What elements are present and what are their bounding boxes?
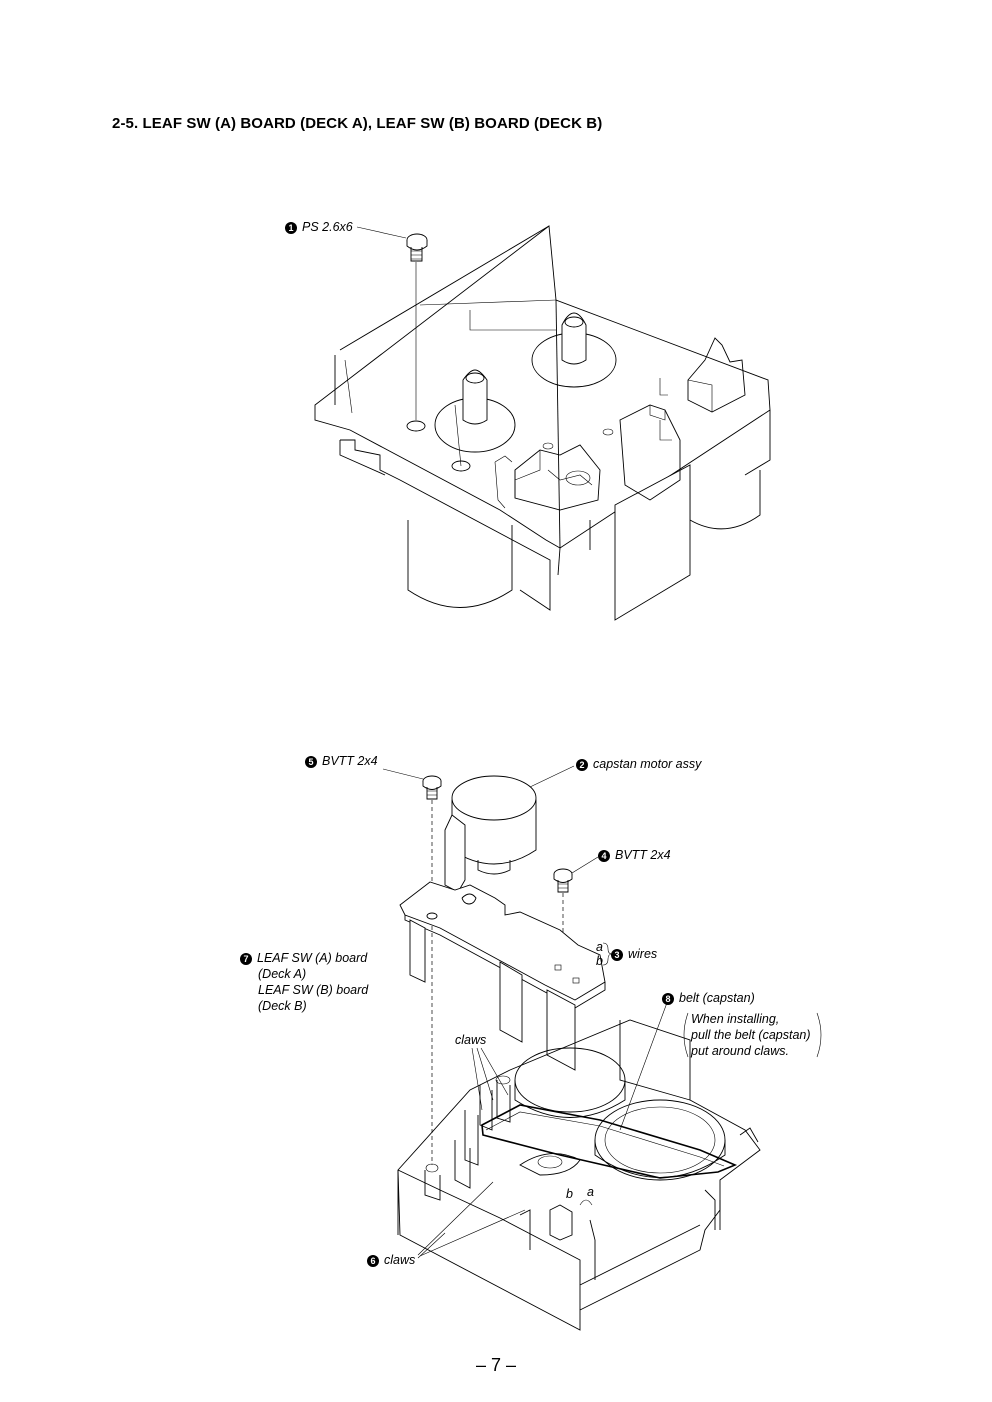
page-title: 2-5. LEAF SW (A) BOARD (DECK A), LEAF SW… xyxy=(112,115,603,132)
belt-capstan-path xyxy=(481,1104,738,1179)
callout-8-label: 8 belt (capstan) xyxy=(662,990,755,1006)
callout-7-number: 7 xyxy=(240,953,252,965)
page-number: – 7 – xyxy=(475,1355,517,1375)
screw-ps-text: PS 2.6x6 xyxy=(302,220,353,234)
callout-5-label: 5 BVTT 2x4 xyxy=(305,753,378,769)
screw-bvtt-5-icon xyxy=(422,775,442,800)
callout-1-label: 1 PS 2.6x6 xyxy=(285,219,353,235)
callout-4-label: 4 BVTT 2x4 xyxy=(598,847,671,863)
claws-6-text: claws xyxy=(384,1253,416,1267)
installation-note: When installing, pull the belt (capstan)… xyxy=(691,1011,811,1059)
callout-8-number: 8 xyxy=(662,993,674,1005)
callout-3-label: 3 wires xyxy=(611,946,657,962)
note-line-3: put around claws. xyxy=(691,1044,789,1058)
screw-ps-icon xyxy=(406,233,428,262)
note-line-2: pull the belt (capstan) xyxy=(691,1028,811,1042)
callout-2-label: 2 capstan motor assy xyxy=(576,756,701,772)
capstan-motor-text: capstan motor assy xyxy=(593,757,702,771)
deck-b-text: (Deck B) xyxy=(258,999,307,1013)
deck-a-text: (Deck A) xyxy=(258,967,307,981)
wires-text: wires xyxy=(628,947,658,961)
wire-label-b: b xyxy=(596,954,603,968)
callout-6-number: 6 xyxy=(367,1255,379,1267)
board-label-b: b xyxy=(566,1187,573,1201)
wire-label-a: a xyxy=(596,940,603,954)
callout-5-number: 5 xyxy=(305,756,317,768)
callout-6-label: 6 claws xyxy=(367,1252,415,1268)
screw-bvtt-4-icon xyxy=(553,868,573,893)
callout-3-number: 3 xyxy=(611,949,623,961)
callout-7-label: 7 LEAF SW (A) board (Deck A) LEAF SW (B) … xyxy=(240,950,368,1014)
capstan-motor-icon xyxy=(444,775,537,893)
belt-capstan-text: belt (capstan) xyxy=(679,991,755,1005)
callout-1-number: 1 xyxy=(285,222,297,234)
screw-bvtt-4-text: BVTT 2x4 xyxy=(615,848,671,862)
screw-bvtt-5-text: BVTT 2x4 xyxy=(322,754,378,768)
reel-disc-icon xyxy=(514,1047,626,1118)
board-label-a: a xyxy=(587,1185,594,1199)
leaf-sw-b-text: LEAF SW (B) board xyxy=(258,983,369,997)
claws-label: claws xyxy=(455,1033,487,1047)
callout-2-number: 2 xyxy=(576,759,588,771)
leaf-sw-board-icon xyxy=(399,881,606,1071)
leaf-sw-a-text: LEAF SW (A) board xyxy=(257,951,368,965)
callout-4-number: 4 xyxy=(598,850,610,862)
note-line-1: When installing, xyxy=(691,1012,780,1026)
